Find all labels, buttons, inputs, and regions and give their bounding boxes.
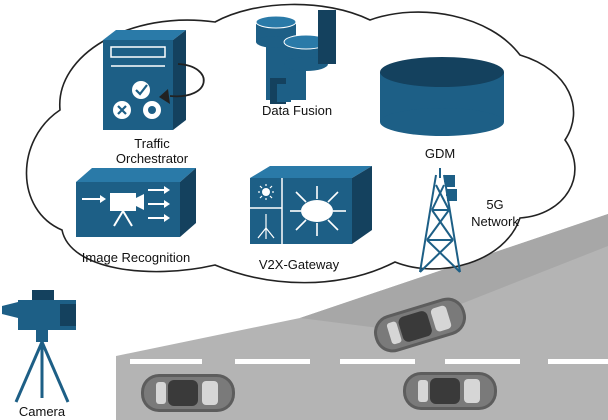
- database-stack-icon: [255, 10, 336, 104]
- car-top-view-icon: [403, 372, 497, 410]
- lane-mark: [340, 359, 415, 364]
- road-ramp: [300, 214, 608, 330]
- traffic-orchestrator-label-line2: Orchestrator: [116, 151, 189, 166]
- server-rack-icon: [103, 30, 205, 130]
- v2x-gateway-label: V2X-Gateway: [259, 257, 340, 272]
- road: [116, 214, 608, 420]
- lane-markings: [130, 359, 608, 364]
- gateway-switch-icon: [250, 166, 372, 244]
- cell-tower-icon: [419, 168, 461, 273]
- lane-mark: [130, 359, 202, 364]
- 5g-network-label-line1: 5G: [486, 197, 503, 212]
- camera-label: Camera: [19, 404, 66, 419]
- 5g-network-label-line2: Network: [471, 214, 519, 229]
- image-recognition-box-icon: [76, 168, 196, 237]
- traffic-orchestrator-label-line1: Traffic: [134, 136, 170, 151]
- image-recognition-label: Image Recognition: [82, 250, 190, 265]
- car-top-view-icon: [373, 297, 467, 353]
- gdm-label: GDM: [425, 146, 455, 161]
- storage-cylinder-icon: [380, 57, 504, 136]
- lane-mark: [235, 359, 310, 364]
- data-fusion-label: Data Fusion: [262, 103, 332, 118]
- lane-mark: [445, 359, 520, 364]
- camera-tripod-icon: [2, 290, 76, 403]
- car-top-view-icon: [141, 374, 235, 412]
- lane-mark: [548, 359, 608, 364]
